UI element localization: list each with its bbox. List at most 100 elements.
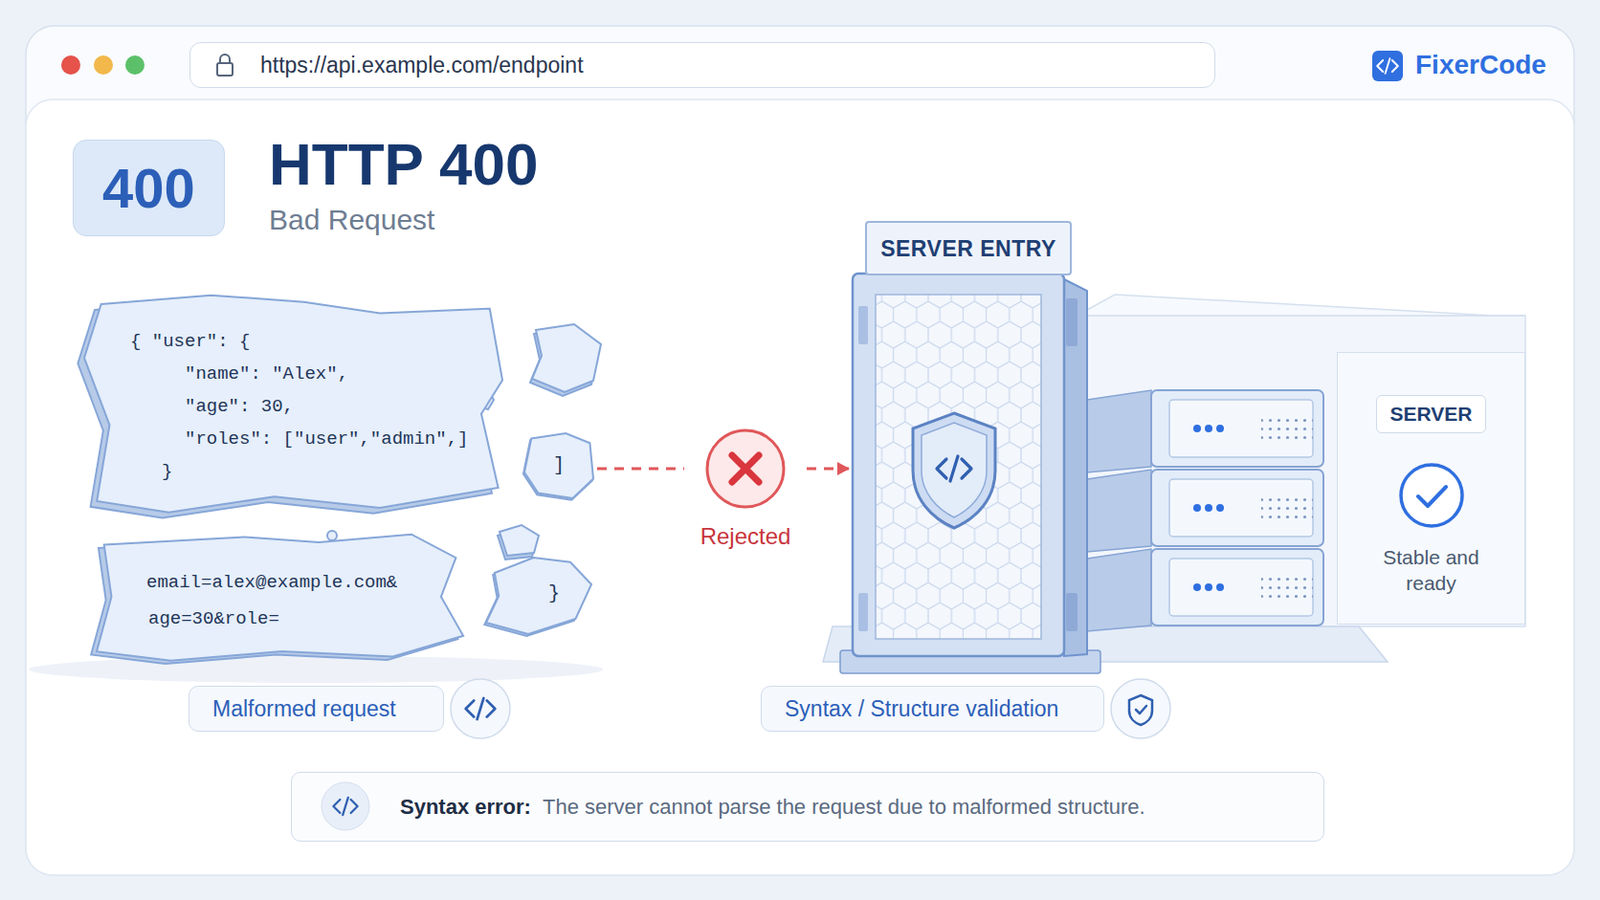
brace-fragment: } bbox=[486, 557, 592, 635]
fragment-outline bbox=[96, 534, 464, 662]
window-frame bbox=[25, 99, 1575, 876]
server-gate: SERVER ENTRY bbox=[852, 221, 1085, 668]
gate-frame bbox=[1066, 298, 1078, 347]
brand-icon bbox=[1377, 58, 1399, 74]
server-rack bbox=[1261, 574, 1313, 600]
bracket-fragment: ] bbox=[524, 433, 594, 499]
gate-frame bbox=[858, 306, 868, 345]
info-pill: Syntax / Structure validation bbox=[760, 686, 1105, 733]
server-rack bbox=[1087, 390, 1324, 632]
server-rack bbox=[1169, 400, 1313, 458]
reject-icon bbox=[707, 430, 784, 508]
gate-frame bbox=[852, 273, 1065, 657]
traffic-lights bbox=[125, 55, 145, 75]
shield-icon bbox=[1129, 695, 1153, 726]
pill-icon bbox=[1107, 675, 1175, 743]
brand-icon bbox=[1372, 50, 1403, 82]
fragment-outline bbox=[84, 290, 507, 515]
server-enclosure bbox=[1076, 294, 1526, 316]
fragment-outline bbox=[96, 532, 467, 663]
code-icon bbox=[333, 798, 357, 816]
page-title: HTTP 400 bbox=[268, 134, 538, 195]
status-label: Rejected bbox=[688, 523, 803, 551]
window-frame bbox=[25, 25, 1575, 876]
code-line: email=alex@example.com& bbox=[146, 564, 429, 601]
subtitle: Bad Request bbox=[268, 203, 435, 236]
server-rack bbox=[1087, 390, 1152, 473]
code-line: "age": 30, bbox=[184, 390, 468, 423]
window-frame bbox=[25, 25, 1575, 876]
code-char: ] bbox=[553, 454, 565, 478]
server-rack bbox=[1169, 558, 1313, 617]
server-rack bbox=[1087, 549, 1324, 632]
server-text: Stable and ready bbox=[1369, 544, 1494, 597]
url-bar: https://api.example.com/endpoint bbox=[189, 42, 1216, 89]
server-rack bbox=[1193, 583, 1201, 592]
server-rack bbox=[1151, 469, 1324, 547]
brand-name: FixerCode bbox=[1415, 50, 1547, 81]
lock-icon bbox=[217, 63, 233, 76]
gate-frame bbox=[840, 273, 1101, 674]
server-rack bbox=[1204, 424, 1213, 433]
gate-frame bbox=[1064, 279, 1088, 657]
dashed-connector bbox=[806, 467, 849, 471]
server-rack bbox=[1193, 504, 1201, 512]
server-rack bbox=[1087, 469, 1152, 553]
pill-icon bbox=[1111, 679, 1171, 739]
server-rack bbox=[1216, 504, 1224, 512]
shield-icon bbox=[912, 413, 996, 529]
code-icon bbox=[466, 698, 496, 720]
server-rack bbox=[1151, 390, 1324, 467]
code-char: } bbox=[548, 582, 560, 606]
server-rack bbox=[1216, 583, 1224, 592]
error-banner: Syntax error:The server cannot parse the… bbox=[290, 772, 1325, 843]
rejected-marker: Rejected bbox=[688, 427, 803, 551]
check-icon bbox=[1400, 465, 1463, 527]
fragment-outline bbox=[84, 295, 503, 513]
ground-shadow bbox=[28, 656, 603, 684]
lock-icon bbox=[220, 54, 230, 64]
server-rack bbox=[1087, 390, 1324, 473]
reject-icon bbox=[704, 427, 787, 511]
pill-icon bbox=[450, 679, 511, 739]
banner-text: The server cannot parse the request due … bbox=[542, 795, 1146, 821]
gate-frame bbox=[1066, 593, 1078, 632]
brand-icon bbox=[1372, 50, 1403, 82]
code-line: } bbox=[161, 455, 468, 489]
info-pill: Malformed request bbox=[188, 686, 445, 733]
pill-text: Syntax / Structure validation bbox=[784, 696, 1059, 723]
json-fragment: { "user": {"name": "Alex","age": 30,"rol… bbox=[84, 290, 507, 515]
fragment-outline bbox=[524, 433, 594, 499]
server-rack bbox=[1204, 583, 1213, 592]
code-line: "roles": ["user","admin",] bbox=[184, 422, 468, 456]
dashed-connector bbox=[597, 467, 685, 471]
server-panel: SERVER Stable and ready bbox=[1336, 352, 1526, 625]
server-rack bbox=[1193, 424, 1201, 433]
check-icon bbox=[1418, 487, 1446, 507]
traffic-lights bbox=[93, 55, 113, 75]
shield-icon bbox=[912, 413, 996, 529]
code-icon bbox=[321, 782, 370, 831]
code-line: "name": "Alex", bbox=[184, 357, 468, 391]
url-text: https://api.example.com/endpoint bbox=[260, 52, 584, 79]
pill-icon bbox=[446, 675, 514, 743]
shield-icon bbox=[1135, 706, 1147, 714]
server-rack bbox=[1087, 469, 1324, 553]
check-icon bbox=[1398, 462, 1466, 530]
status-badge: 400 bbox=[72, 139, 225, 237]
server-text: SERVER bbox=[1376, 395, 1488, 434]
gate-frame bbox=[875, 294, 1042, 640]
server-rack bbox=[1261, 494, 1313, 521]
server-rack bbox=[1204, 504, 1213, 512]
traffic-lights bbox=[61, 55, 145, 75]
server-rack bbox=[1169, 479, 1313, 537]
code-icon bbox=[319, 780, 372, 833]
server-rack bbox=[1216, 424, 1224, 433]
broken-fragment bbox=[532, 324, 601, 393]
traffic-lights bbox=[61, 55, 81, 75]
server-rack bbox=[1261, 415, 1313, 442]
form-fragment: email=alex@example.com&age=30&role= bbox=[96, 532, 467, 663]
server-rack bbox=[1151, 549, 1324, 626]
broken-fragment bbox=[327, 531, 337, 541]
